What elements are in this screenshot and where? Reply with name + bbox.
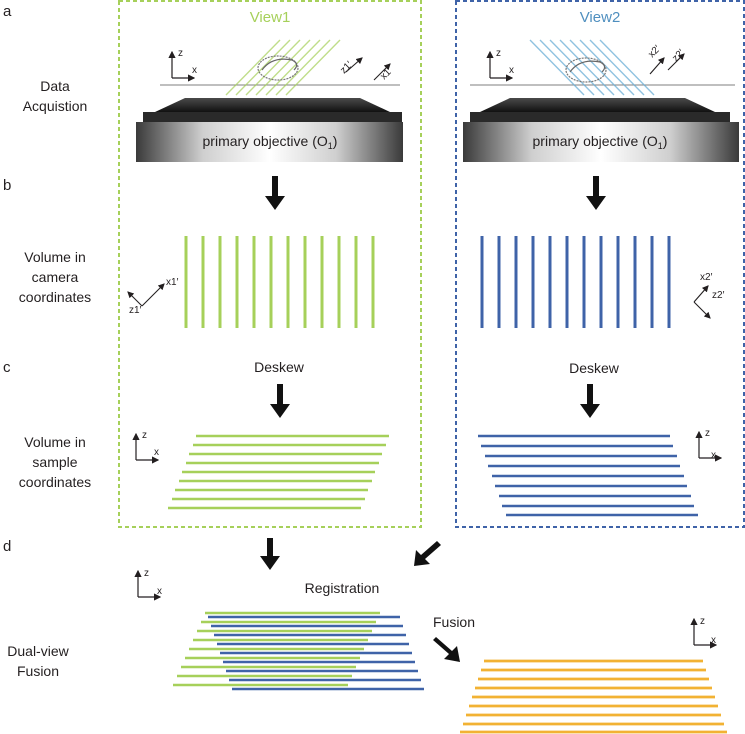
row-label-acquisition: Data Acquistion: [23, 78, 88, 114]
view1-deskewed-axis-z: z: [142, 430, 147, 441]
view2-camera-axis-x: x2′: [700, 272, 713, 283]
view1-deskewed-volume: [168, 434, 389, 510]
registered-volume-view1: [173, 611, 380, 687]
view2-deskewed-axis-x: x: [711, 450, 716, 461]
view1-arrow-to-registration: [260, 538, 280, 570]
row-label-acquisition-line1: Data: [40, 78, 70, 94]
fusion-axis-x: x: [711, 635, 716, 646]
view1-objective-rim: [143, 112, 402, 122]
registration-axis-z: z: [144, 568, 149, 579]
view1-deskewed-axes: [132, 432, 160, 464]
view2-objective-label-sub: 1: [658, 141, 663, 151]
fusion-arrow: [433, 637, 460, 662]
view1-objective-label-sub: 1: [328, 141, 333, 151]
view1-camera-axis-z: z1′: [129, 305, 142, 316]
row-label-fusion-line2: Fusion: [17, 663, 59, 679]
view2-deskewed-volume: [478, 434, 698, 517]
fusion-axis-z: z: [700, 616, 705, 627]
view2-stage-axes: [649, 53, 685, 75]
view2-specimen: [565, 57, 607, 83]
registration-axes: [134, 569, 162, 601]
view2-acquisition: z x x2′ z2′ primary objective (O1): [463, 39, 739, 162]
row-label-fusion: Dual-view Fusion: [7, 643, 69, 679]
row-label-sample: Volume in sample coordinates: [19, 434, 91, 490]
panel-label-d: d: [3, 538, 11, 555]
fusion-label: Fusion: [433, 614, 475, 630]
fusion-axes: [690, 617, 718, 649]
registered-volume-view2: [208, 615, 424, 691]
view2-title: View2: [580, 9, 621, 26]
view2-arrow-down-2: [580, 384, 600, 418]
view2-objective-label: primary objective (O1): [533, 133, 668, 151]
view1-specimen: [257, 55, 299, 81]
row-label-sample-line3: coordinates: [19, 474, 91, 490]
view2-deskew-label: Deskew: [569, 360, 620, 376]
view1-objective-label-main: primary objective (O: [203, 133, 328, 149]
view2-objective-label-main: primary objective (O: [533, 133, 658, 149]
view2-stage-axis-a: x2′: [646, 43, 663, 60]
view1-camera-axis-x: x1′: [166, 277, 179, 288]
view2-deskewed-axes: [695, 430, 723, 462]
view1-stage-axis-b: x1′: [378, 65, 395, 82]
view1-objective-label: primary objective (O1): [203, 133, 338, 151]
view1-camera-volume: [184, 236, 375, 328]
view1-stage-axis-a: z1′: [338, 59, 355, 76]
row-label-camera-line1: Volume in: [24, 249, 85, 265]
fused-volume: [460, 659, 727, 734]
panel-label-a: a: [3, 3, 12, 20]
view1-arrow-down-1: [265, 176, 285, 210]
view2-frame: [455, 0, 745, 528]
view1-deskewed-axis-x: x: [154, 447, 159, 458]
view2-arrow-down-1: [586, 176, 606, 210]
row-label-camera: Volume in camera coordinates: [19, 249, 91, 305]
row-label-sample-line1: Volume in: [24, 434, 85, 450]
view2-deskewed-axis-z: z: [705, 428, 710, 439]
row-label-camera-line3: coordinates: [19, 289, 91, 305]
view1-title: View1: [250, 9, 291, 26]
view1-sample-axes: [168, 50, 196, 82]
panel-label-c: c: [3, 359, 11, 376]
view2-specimen-curl: [569, 60, 606, 73]
view1-deskew-label: Deskew: [254, 359, 305, 375]
view2-sample-axis-x: x: [509, 65, 514, 76]
view2-sample-axis-z: z: [496, 48, 501, 59]
view1-stage-axes: [345, 57, 391, 81]
view2-objective-rim: [470, 112, 730, 122]
view1-light-sheets: [225, 39, 341, 96]
view2-camera-axes: [693, 285, 711, 319]
view2-light-sheets: [529, 39, 655, 96]
row-label-fusion-line1: Dual-view: [7, 643, 69, 659]
registration-axis-x: x: [157, 586, 162, 597]
view1-sample-axis-z: z: [178, 48, 183, 59]
view2-camera-axis-z: z2′: [712, 290, 725, 301]
view1-camera-axes: [127, 283, 165, 307]
view2-camera-volume: [480, 236, 671, 328]
view1-objective-body: [136, 122, 403, 162]
panel-label-b: b: [3, 177, 11, 194]
row-label-camera-line2: camera: [32, 269, 79, 285]
view2-objective-cap: [480, 98, 715, 112]
view2-arrow-to-registration: [414, 541, 441, 566]
view1-acquisition: z x z1′ x1′ primary objective (O1): [136, 39, 403, 162]
row-label-sample-line2: sample: [32, 454, 77, 470]
view1-arrow-down-2: [270, 384, 290, 418]
view1-specimen-curl: [261, 58, 298, 71]
view1-frame: [118, 0, 422, 528]
view2-stage-axis-b: z2′: [670, 47, 687, 64]
view2-objective-body: [463, 122, 739, 162]
view1-objective-cap: [155, 98, 390, 112]
view1-objective-label-close: ): [333, 133, 338, 149]
view1-sample-axis-x: x: [192, 65, 197, 76]
row-label-acquisition-line2: Acquistion: [23, 98, 88, 114]
view2-objective-label-close: ): [663, 133, 668, 149]
view2-sample-axes: [486, 50, 514, 82]
registration-label: Registration: [305, 580, 380, 596]
